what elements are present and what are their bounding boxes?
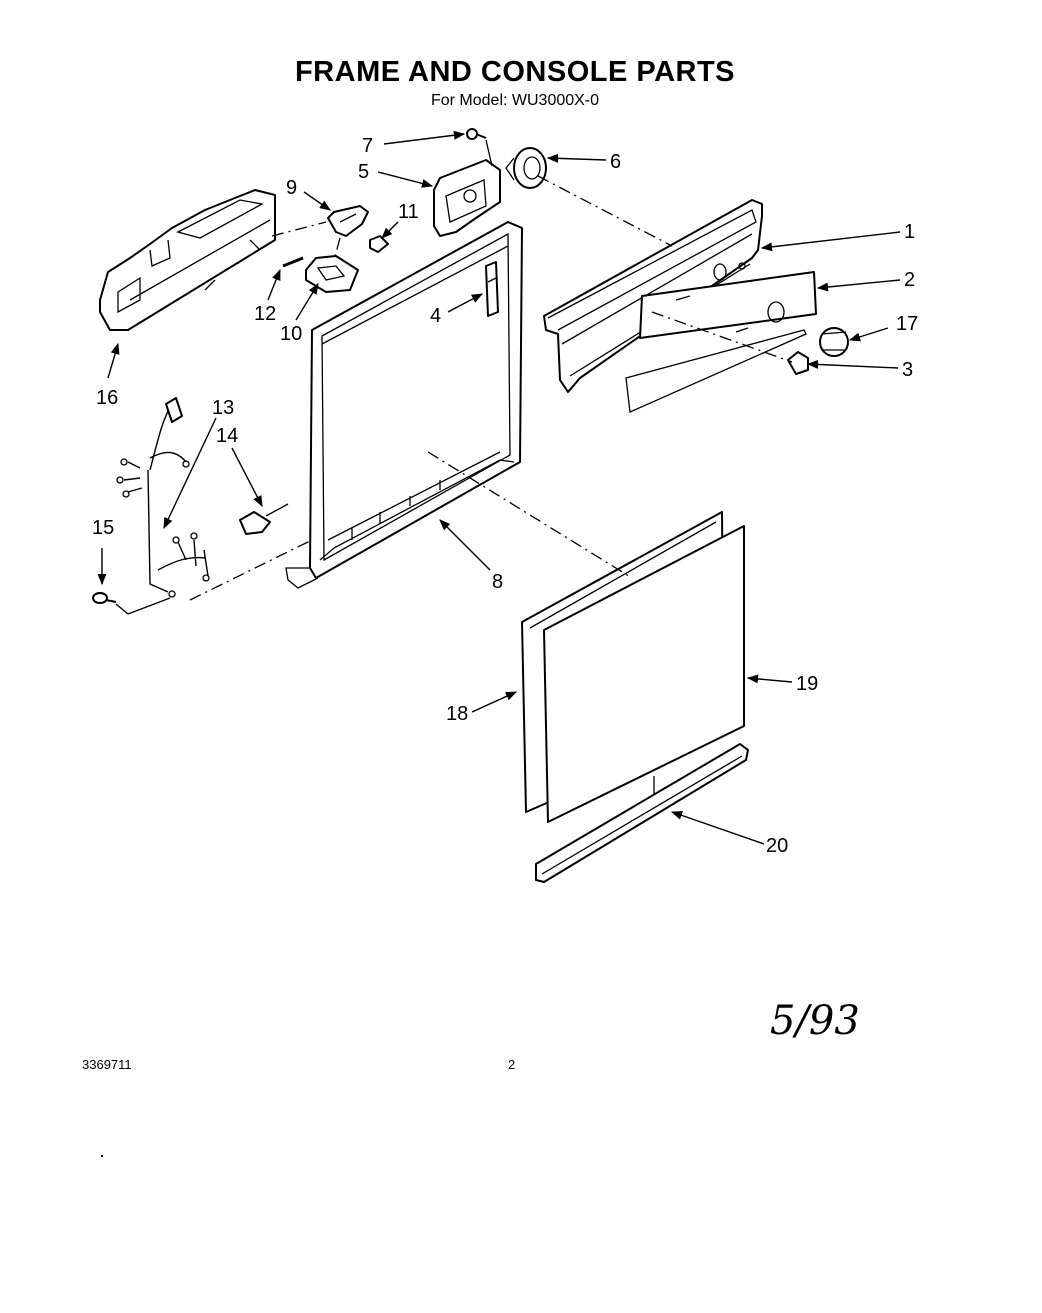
callout-6: 6 [610,151,621,173]
callout-17: 17 [896,313,918,335]
callout-1: 1 [904,221,915,243]
handwritten-date-note: 5/93 [770,998,860,1044]
page-number: 2 [508,1057,516,1072]
document-number: 3369711 [82,1057,132,1072]
part-2-decal [625,271,817,413]
callout-7: 7 [362,135,373,157]
alignment-lines [189,175,793,601]
part-5-bracket [433,139,501,237]
part-3-button [787,351,809,375]
part-20-trim [535,743,749,883]
callout-5: 5 [358,161,369,183]
stray-mark [100,1154,104,1158]
part-10-latch [305,255,359,293]
callout-12: 12 [254,303,276,325]
part-12-pin [282,256,304,268]
part-14-sensor [239,503,289,535]
callout-4: 4 [430,305,441,327]
part-9-clip [327,205,369,237]
callout-16: 16 [96,387,118,409]
callout-10: 10 [280,323,302,345]
part-13-wire-harness [116,397,210,598]
callout-19: 19 [796,673,818,695]
part-15-screw [92,592,117,604]
callout-13: 13 [212,397,234,419]
leader-lines [97,130,901,845]
callout-2: 2 [904,269,915,291]
callout-18: 18 [446,703,468,725]
callout-14: 14 [216,425,238,447]
callout-11: 11 [398,201,419,223]
part-11-connector [369,235,389,253]
part-17-knob [819,327,849,357]
callout-labels: 1 2 3 4 5 6 7 8 9 10 11 12 13 14 15 16 1… [92,135,918,857]
callout-3: 3 [902,359,913,381]
part-16-housing [99,189,276,331]
part-19-door-panel [543,525,745,823]
callout-15: 15 [92,517,114,539]
part-6-dial [505,147,547,189]
part-7-screw [466,128,487,140]
part-4-strike [485,261,499,317]
model-subtitle: For Model: WU3000X-0 [430,92,600,109]
part-8-frame [285,221,523,589]
diagram-title: FRAME AND CONSOLE PARTS [294,56,736,88]
callout-20: 20 [766,835,788,857]
callout-8: 8 [492,571,503,593]
callout-9: 9 [286,177,297,199]
